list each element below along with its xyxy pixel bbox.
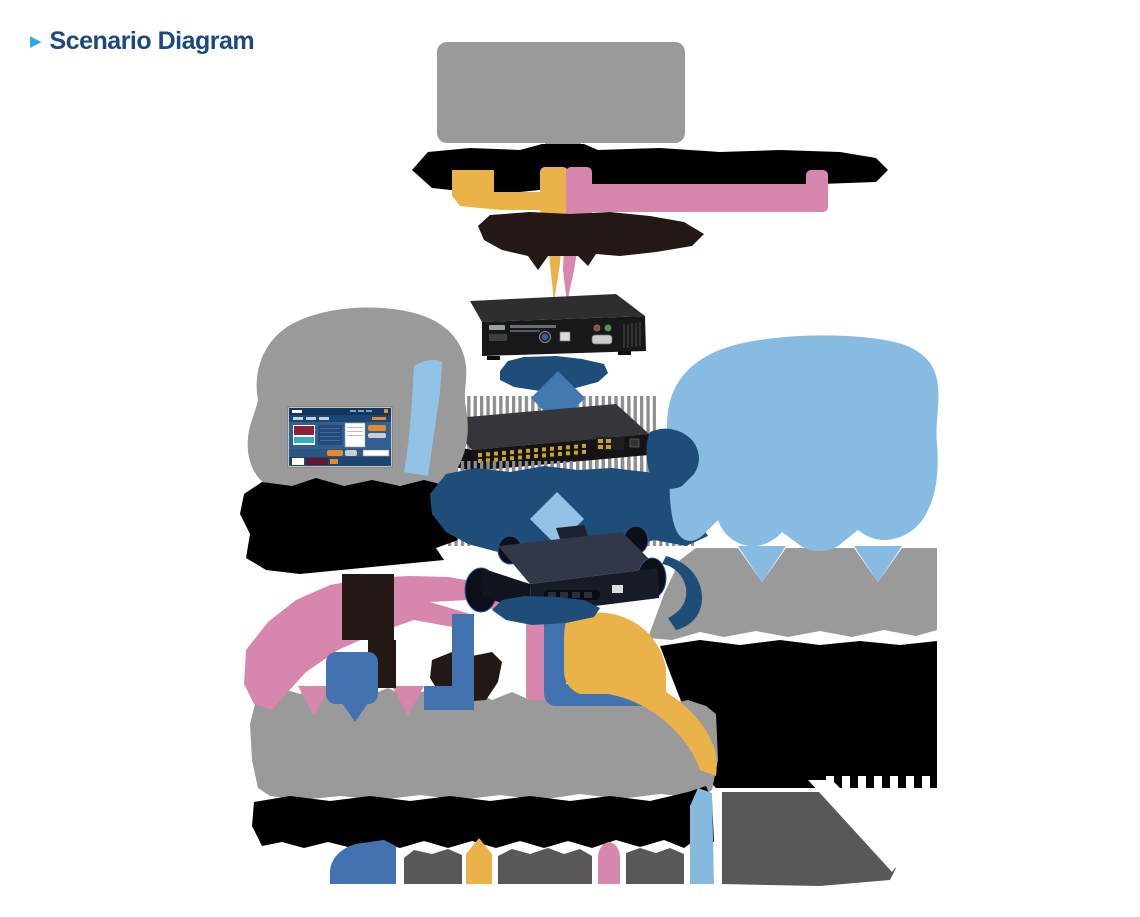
computer-box [437, 42, 685, 143]
legend-yellow-swatch [466, 838, 492, 884]
right-label-black-mass [660, 640, 937, 788]
legend-blue-swatch [330, 840, 396, 884]
legend-caption-band [252, 786, 714, 848]
right-label-gray-mass [648, 548, 937, 640]
legend-pink-swatch [598, 842, 620, 884]
receiver-label-blob [492, 596, 600, 625]
transmitter-device [470, 294, 646, 360]
lan-cloud [667, 335, 939, 582]
white-slash [808, 780, 906, 872]
page-title: ▶ Scenario Diagram [30, 27, 255, 56]
legend-right-gray-mass [722, 792, 896, 886]
legend-text-blob-1 [404, 849, 462, 884]
legend-lightblue-swatch [690, 788, 714, 884]
lan-link-band [404, 359, 442, 476]
network-hook-blob [662, 556, 702, 630]
transmitter-label-blob [500, 356, 608, 391]
management-label-blob [240, 478, 472, 574]
console-silhouette [250, 686, 718, 800]
legend-text-blob-3 [626, 848, 684, 884]
legend-text-blob-2 [498, 848, 592, 884]
cable-label-band-mid [478, 212, 704, 270]
cable-label-band-top [412, 144, 888, 192]
video-cable-lower [564, 612, 717, 776]
page-title-label: Scenario Diagram [49, 27, 255, 55]
title-arrow-icon: ▶ [30, 33, 42, 50]
software-screenshot [287, 406, 393, 468]
lan-cloud-navy-patch [646, 428, 699, 489]
